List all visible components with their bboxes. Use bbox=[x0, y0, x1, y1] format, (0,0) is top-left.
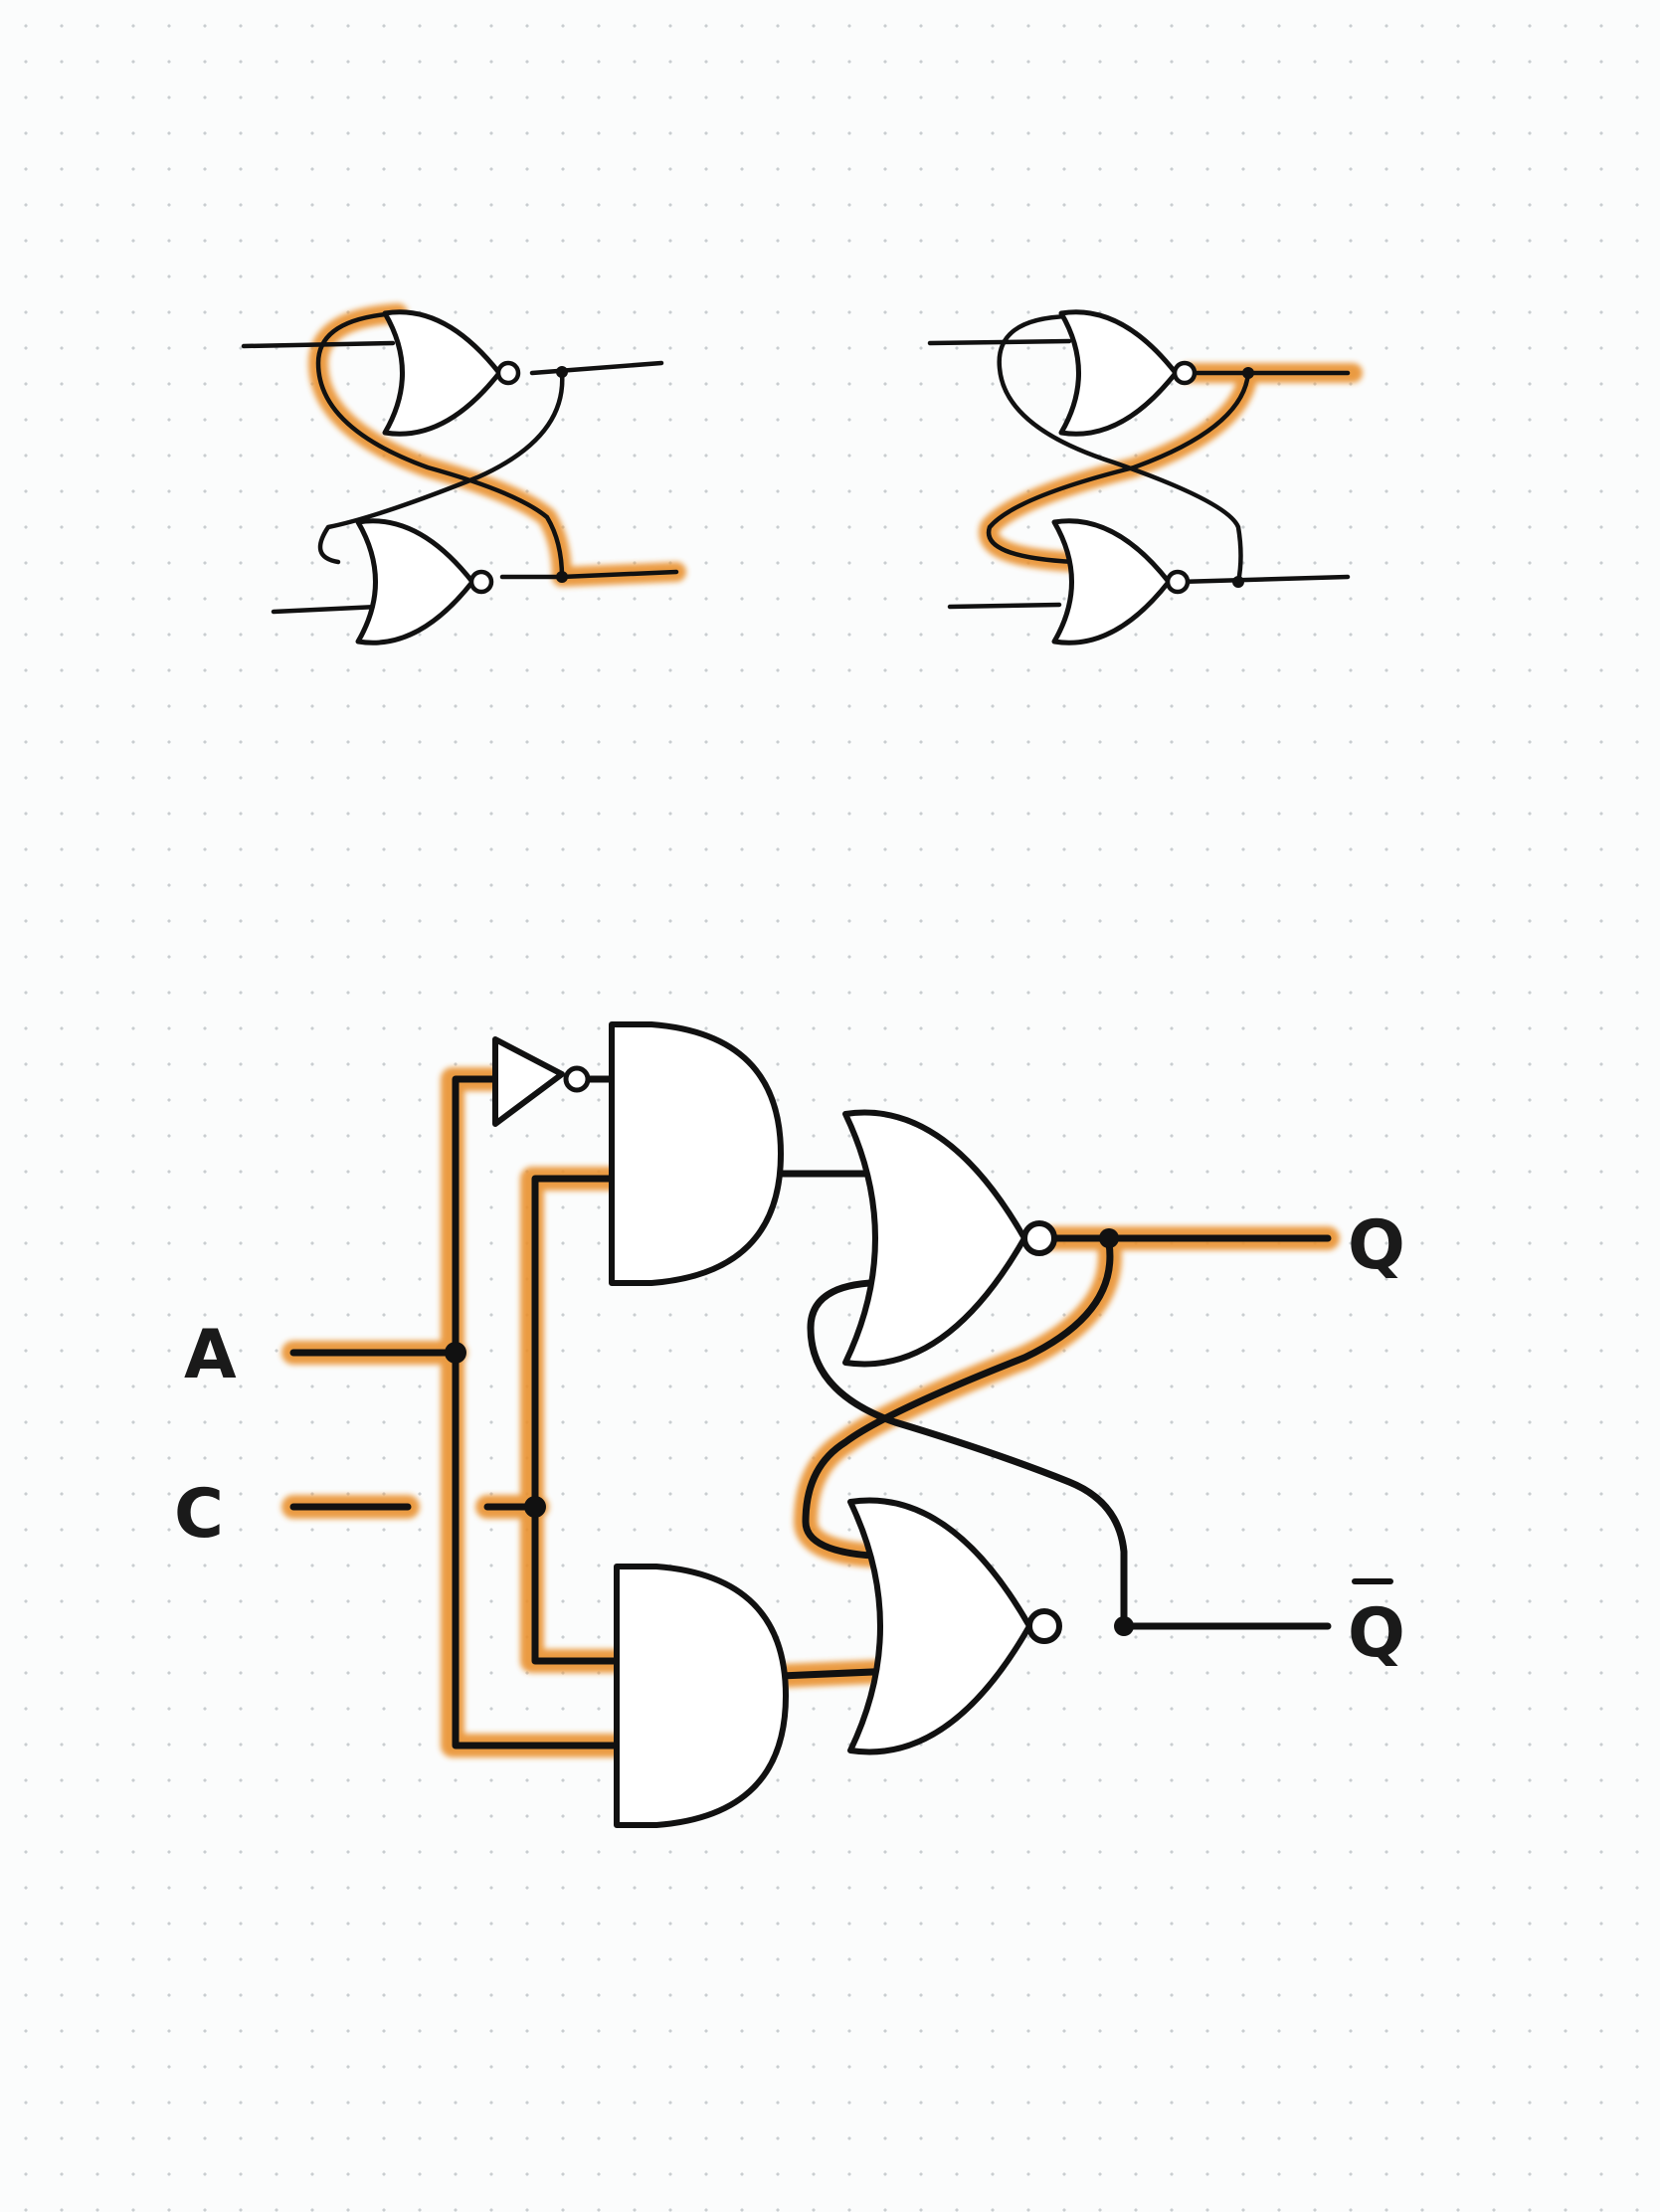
gated-latch-wires bbox=[289, 1075, 1332, 1750]
junction-dot bbox=[1099, 1228, 1119, 1248]
sr-latch-right bbox=[927, 312, 1363, 644]
latch-right-highlight bbox=[979, 363, 1363, 572]
nor-gate-top bbox=[845, 1113, 1054, 1365]
junction-dot bbox=[556, 366, 568, 378]
label-output-q-bar: Q bbox=[1348, 1578, 1405, 1673]
and-gate-top bbox=[612, 1024, 781, 1283]
latch-right-wires bbox=[927, 313, 1351, 610]
nor-gate-bottom bbox=[850, 1501, 1059, 1752]
junction-dot bbox=[1242, 367, 1254, 379]
label-input-c: C bbox=[174, 1475, 224, 1554]
label-output-q-bar-text: Q bbox=[1348, 1594, 1405, 1673]
label-output-q: Q bbox=[1348, 1206, 1405, 1285]
junction-dot bbox=[1232, 576, 1244, 588]
latch-left-wires bbox=[241, 310, 679, 615]
label-input-a: A bbox=[184, 1316, 237, 1394]
junction-dot bbox=[1114, 1616, 1134, 1636]
junction-dot bbox=[556, 571, 568, 583]
gated-latch: A C Q Q bbox=[174, 1024, 1405, 1825]
junction-dot bbox=[445, 1342, 466, 1364]
junction-dot bbox=[524, 1496, 546, 1518]
gated-latch-highlight bbox=[281, 1067, 1340, 1757]
not-gate bbox=[492, 1036, 591, 1127]
sr-latch-left bbox=[241, 303, 686, 644]
and-gate-bottom bbox=[617, 1567, 786, 1825]
